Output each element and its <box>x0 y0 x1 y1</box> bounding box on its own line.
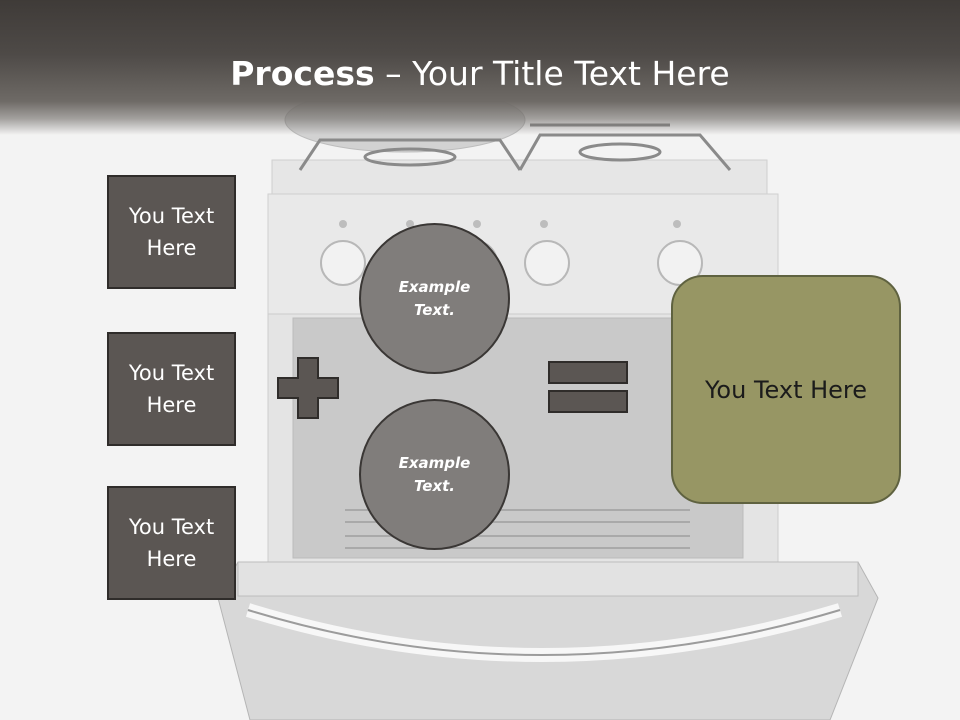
result-text-box[interactable]: You Text Here <box>671 275 901 504</box>
slide-title: Process – Your Title Text Here <box>0 52 960 96</box>
side-text-box-2[interactable]: You Text Here <box>107 332 236 446</box>
equals-icon <box>548 361 628 413</box>
example-circle-2[interactable]: Example Text. <box>359 399 510 550</box>
side-text-box-3[interactable]: You Text Here <box>107 486 236 600</box>
side-text-box-1[interactable]: You Text Here <box>107 175 236 289</box>
plus-icon <box>277 357 339 419</box>
title-bar <box>0 0 960 135</box>
title-rest-part: – Your Title Text Here <box>374 54 730 93</box>
example-circle-1[interactable]: Example Text. <box>359 223 510 374</box>
title-bold-part: Process <box>230 54 375 93</box>
